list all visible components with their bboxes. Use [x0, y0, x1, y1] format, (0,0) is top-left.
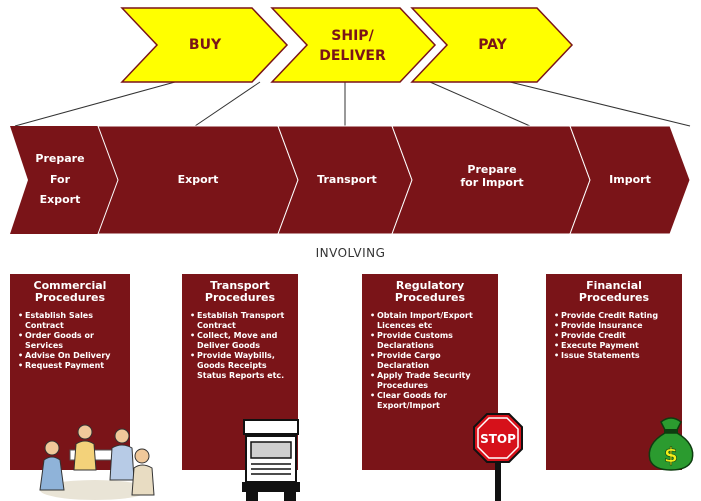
procedure-list: Provide Credit Rating Provide Insurance … — [546, 311, 682, 361]
process-label-prepare-for-export: Prepare For Export — [35, 151, 85, 207]
process-label-transport: Transport — [317, 172, 377, 186]
chevron-prepare-for-export — [10, 126, 118, 234]
stop-sign-illustration: STOP — [473, 413, 523, 501]
list-item: Provide Insurance — [554, 321, 678, 331]
truck-illustration — [242, 419, 300, 501]
list-item: Clear Goods for Export/Import — [370, 391, 494, 411]
procedure-list: Obtain Import/Export Licences etc Provid… — [362, 311, 498, 411]
stage-label-pay: PAY — [478, 36, 507, 53]
list-item: Advise On Delivery — [18, 351, 126, 361]
list-item: Request Payment — [18, 361, 126, 371]
list-item: Issue Statements — [554, 351, 678, 361]
list-item: Provide Cargo Declaration — [370, 351, 494, 371]
procedure-box-financial: Financial Procedures Provide Credit Rati… — [546, 274, 682, 470]
list-item: Establish Sales Contract — [18, 311, 126, 331]
connector-line — [14, 81, 176, 127]
procedure-box-commercial: Commercial Procedures Establish Sales Co… — [10, 274, 130, 470]
procedure-title: Commercial Procedures — [33, 279, 107, 304]
chevron-buy — [120, 7, 289, 83]
list-item: Collect, Move and Deliver Goods — [190, 331, 294, 351]
list-item: Apply Trade Security Procedures — [370, 371, 494, 391]
chevron-pay — [410, 7, 574, 83]
list-item: Provide Waybills, Goods Receipts Status … — [190, 351, 294, 381]
stage-label-buy: BUY — [188, 36, 222, 53]
process-label-export: Export — [177, 172, 219, 186]
connector-line — [194, 81, 261, 127]
list-item: Obtain Import/Export Licences etc — [370, 311, 494, 331]
procedure-title: Regulatory Procedures — [394, 279, 466, 304]
stage-label-ship-deliver: SHIP/ DELIVER — [319, 27, 386, 64]
procedure-list: Establish Transport Contract Collect, Mo… — [182, 311, 298, 381]
procedure-title: Transport Procedures — [204, 279, 276, 304]
involving-label: INVOLVING — [315, 246, 386, 260]
list-item: Provide Credit — [554, 331, 678, 341]
list-item: Provide Credit Rating — [554, 311, 678, 321]
list-item: Order Goods or Services — [18, 331, 126, 351]
money-bag-illustration: $ — [648, 417, 694, 471]
chevron-ship-deliver — [270, 7, 437, 83]
list-item: Execute Payment — [554, 341, 678, 351]
chevron-import — [569, 125, 691, 235]
procedure-list: Establish Sales Contract Order Goods or … — [10, 311, 130, 371]
process-label-prepare-for-import: Prepare for Import — [460, 162, 524, 189]
list-item: Provide Customs Declarations — [370, 331, 494, 351]
connector-line — [429, 81, 531, 127]
stop-sign-text: STOP — [480, 432, 516, 446]
people-meeting-illustration — [39, 424, 155, 500]
process-label-import: Import — [609, 172, 651, 186]
connector-line — [509, 81, 691, 127]
procedure-title: Financial Procedures — [578, 279, 650, 304]
list-item: Establish Transport Contract — [190, 311, 294, 331]
money-bag-symbol: $ — [664, 443, 678, 467]
